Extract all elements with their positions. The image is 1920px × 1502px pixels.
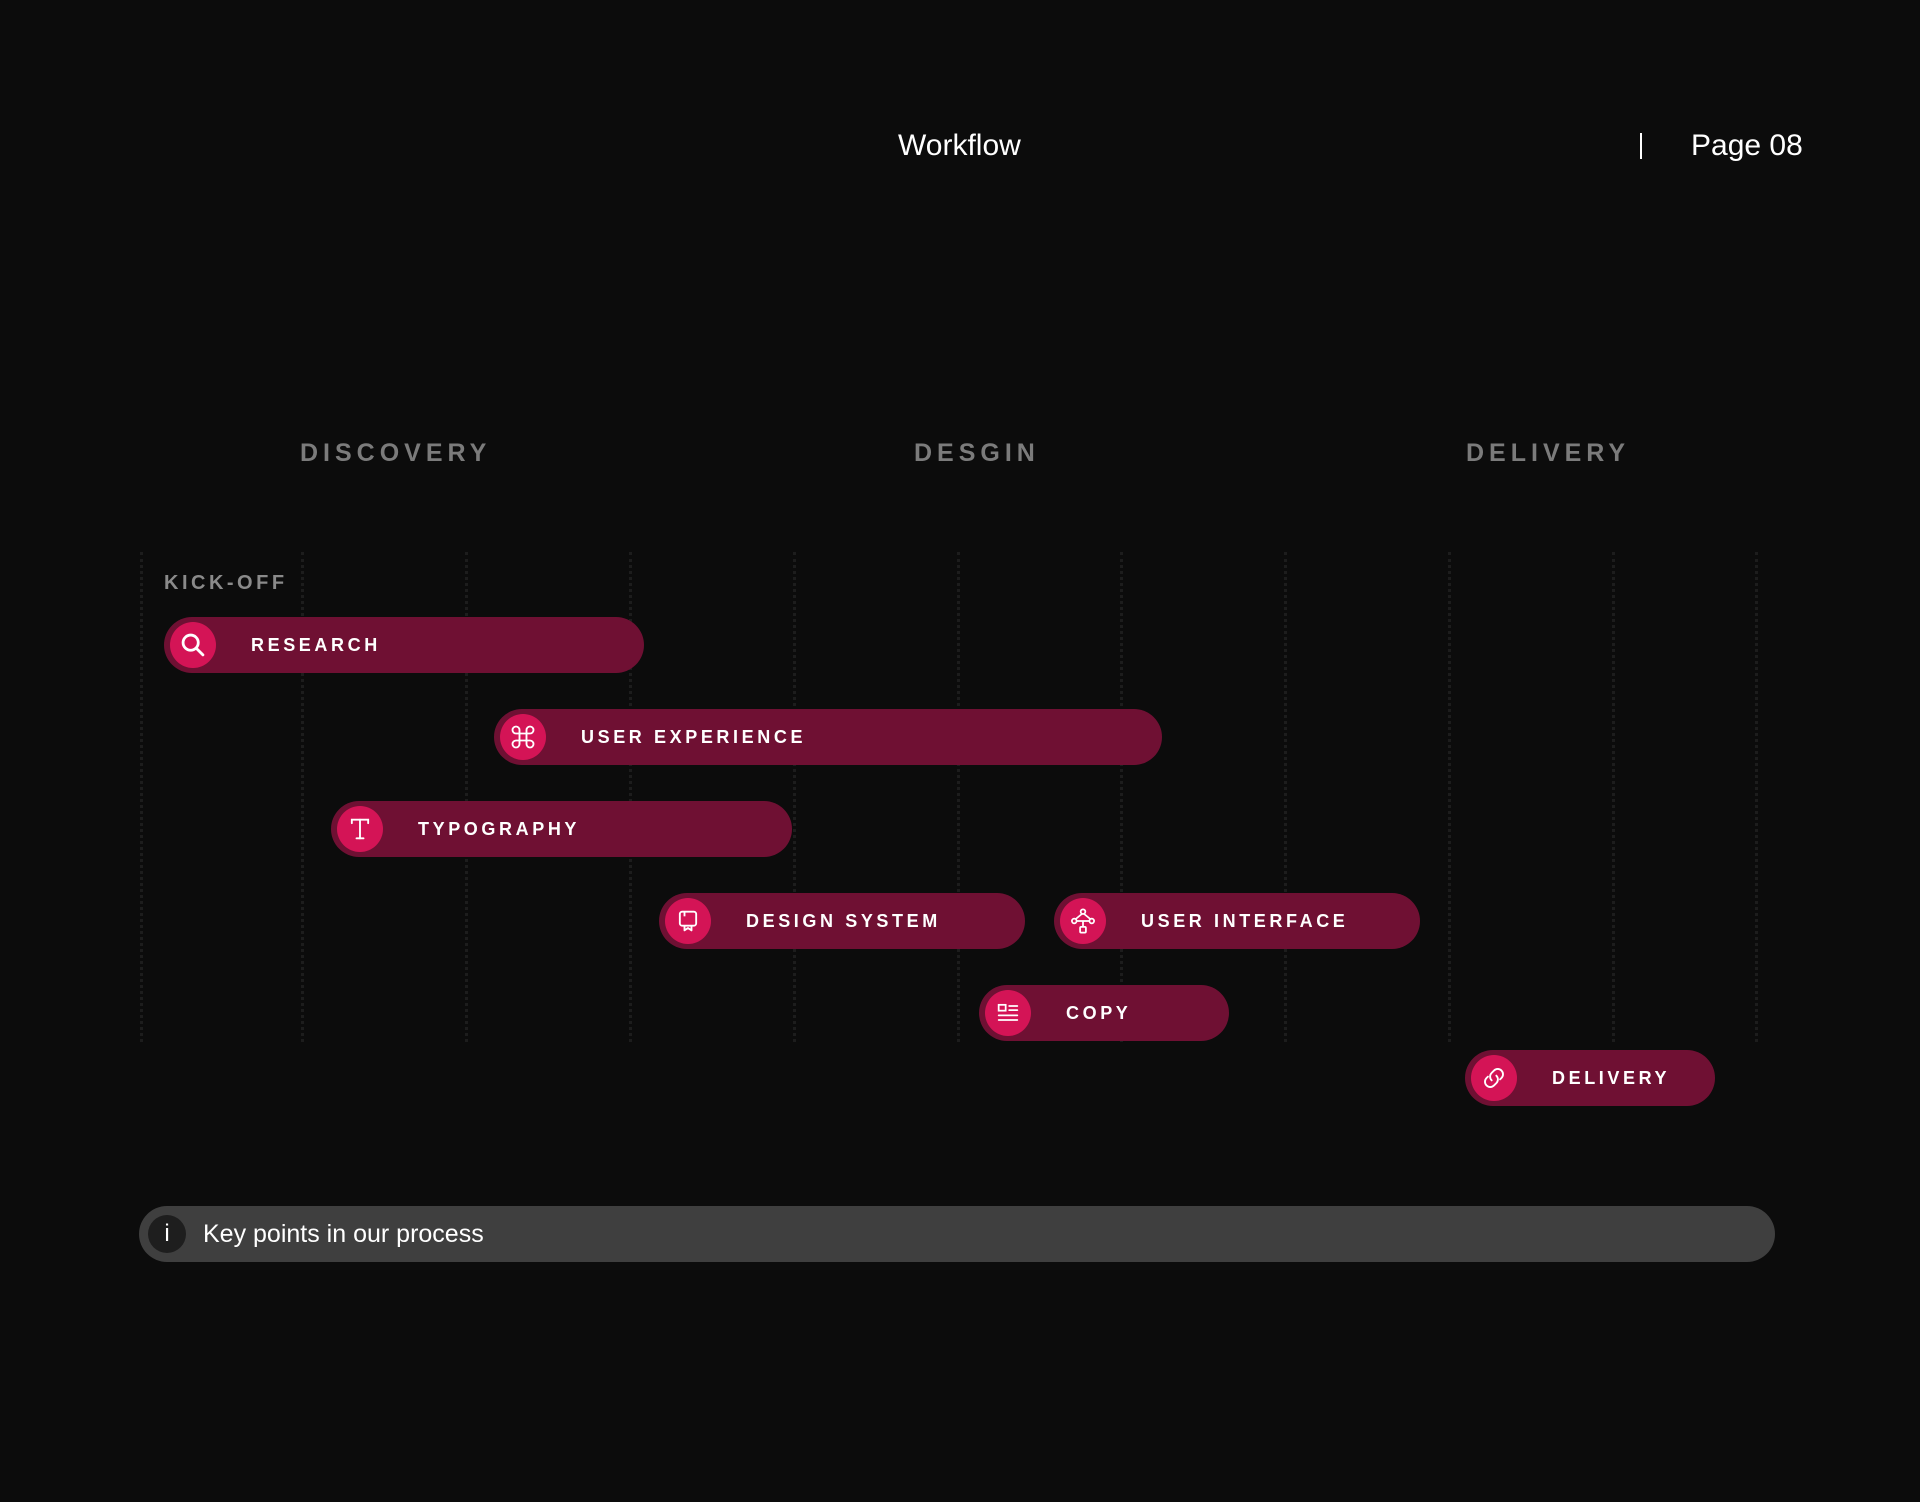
info-text: Key points in our process [203, 1220, 484, 1248]
task-label: COPY [1066, 1003, 1132, 1023]
network-icon [1060, 898, 1106, 944]
component-icon [665, 898, 711, 944]
info-icon: i [148, 1215, 186, 1253]
phase-design: DESGIN [914, 439, 1040, 467]
phase-delivery: DELIVERY [1466, 439, 1631, 467]
grid-line [1755, 552, 1758, 1042]
grid-line [957, 552, 960, 1042]
grid-line [465, 552, 468, 1042]
grid-line [1284, 552, 1287, 1042]
task-label: USER EXPERIENCE [581, 727, 807, 747]
task-label: DESIGN SYSTEM [746, 911, 941, 931]
grid-line [793, 552, 796, 1042]
search-icon [170, 622, 216, 668]
grid-line [301, 552, 304, 1042]
command-icon [500, 714, 546, 760]
grid-line [140, 552, 143, 1042]
info-bar: i Key points in our process [139, 1206, 1775, 1262]
task-user-experience: USER EXPERIENCE [494, 709, 1162, 765]
task-label: USER INTERFACE [1141, 911, 1349, 931]
task-research: RESEARCH [164, 617, 644, 673]
task-copy: COPY [979, 985, 1229, 1041]
grid-line [1612, 552, 1615, 1042]
kickoff-label: KICK-OFF [164, 572, 288, 594]
task-delivery: DELIVERY [1465, 1050, 1715, 1106]
link-icon [1471, 1055, 1517, 1101]
task-label: RESEARCH [251, 635, 381, 655]
task-label: DELIVERY [1552, 1068, 1671, 1088]
page-title: Workflow [898, 129, 1021, 162]
task-user-interface: USER INTERFACE [1054, 893, 1420, 949]
type-icon [337, 806, 383, 852]
task-typography: TYPOGRAPHY [331, 801, 792, 857]
task-label: TYPOGRAPHY [418, 819, 581, 839]
grid-line [629, 552, 632, 1042]
phase-discovery: DISCOVERY [300, 439, 492, 467]
task-design-system: DESIGN SYSTEM [659, 893, 1025, 949]
page-number: Page 08 [1691, 129, 1803, 162]
header-divider [1640, 133, 1642, 159]
grid-line [1448, 552, 1451, 1042]
grid-line [1120, 552, 1123, 1042]
text-block-icon [985, 990, 1031, 1036]
